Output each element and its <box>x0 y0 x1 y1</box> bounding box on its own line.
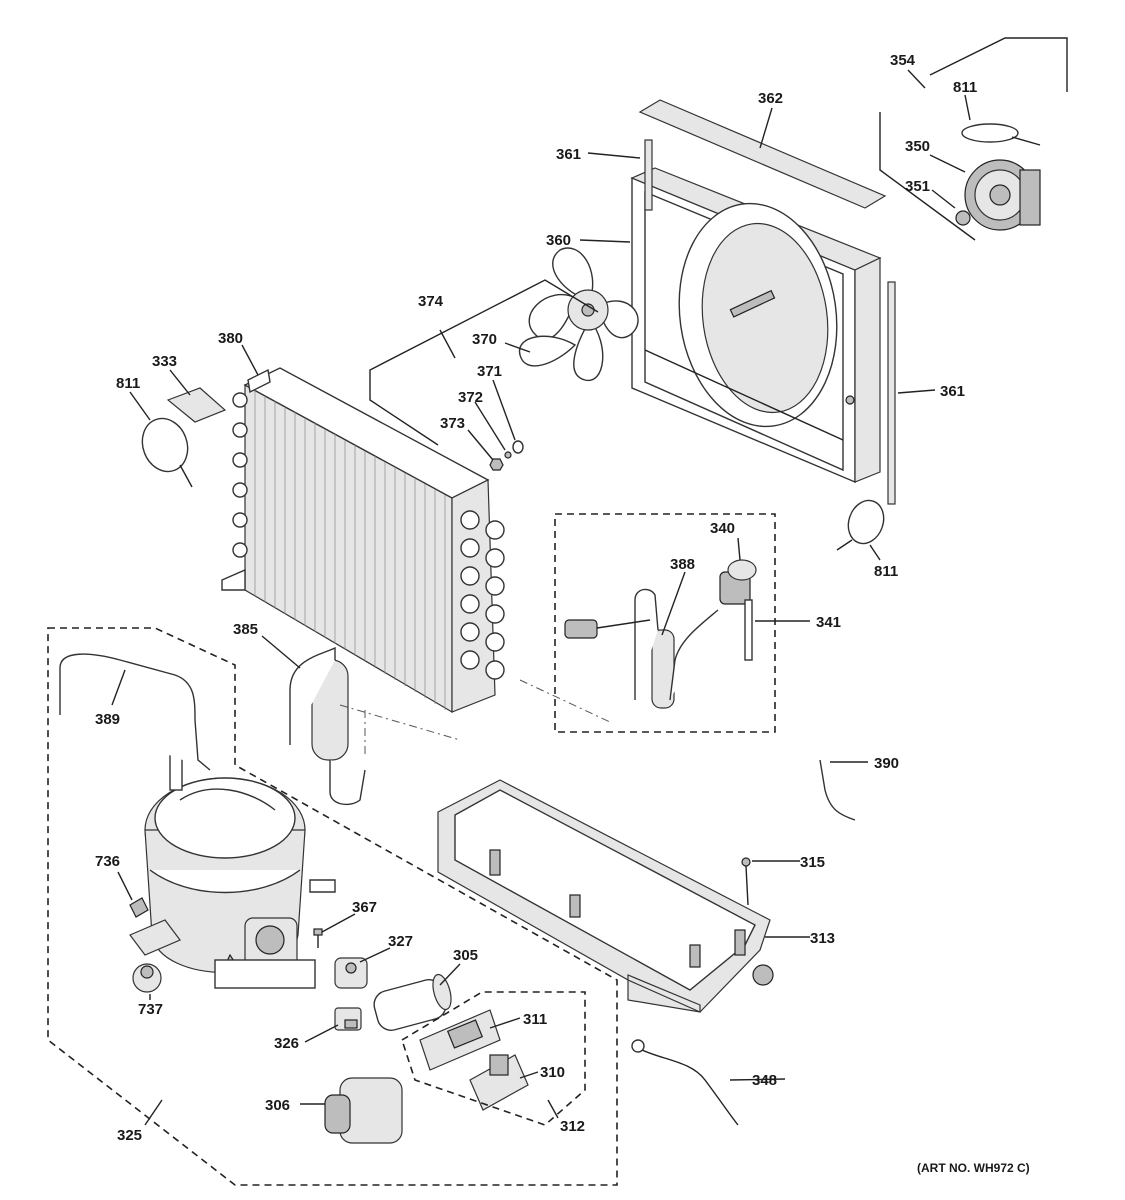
label-372: 372 <box>458 389 483 406</box>
art-number: (ART NO. WH972 C) <box>917 1161 1030 1175</box>
label-736: 736 <box>95 853 120 870</box>
base-pan-313 <box>437 779 774 1013</box>
group-bracket-354 <box>929 37 1068 92</box>
discharge-tube-389 <box>59 653 211 771</box>
label-351: 351 <box>905 178 930 195</box>
ground-ring-348 <box>631 1039 645 1053</box>
label-811-left: 811 <box>116 375 140 392</box>
label-341: 341 <box>816 614 841 631</box>
label-367: 367 <box>352 899 377 916</box>
label-340: 340 <box>710 520 735 537</box>
label-312: 312 <box>560 1118 585 1135</box>
top-seal-strip-362 <box>638 99 887 209</box>
washer-351 <box>955 210 971 226</box>
leader-lines <box>111 69 971 1126</box>
label-361-top: 361 <box>556 146 581 163</box>
wire-tie-811-left <box>141 417 189 473</box>
screw-367 <box>313 928 323 948</box>
label-371: 371 <box>477 363 502 380</box>
label-737: 737 <box>138 1001 163 1018</box>
label-361-right: 361 <box>940 383 965 400</box>
label-360: 360 <box>546 232 571 249</box>
label-313: 313 <box>810 930 835 947</box>
label-311: 311 <box>523 1011 547 1028</box>
overload-327 <box>334 957 368 989</box>
wire-tie-811-top <box>961 123 1019 143</box>
clip-372 <box>504 451 512 459</box>
side-seal-strip-361-right <box>887 281 896 505</box>
label-333: 333 <box>152 353 177 370</box>
label-327: 327 <box>388 933 413 950</box>
condenser-380 <box>221 367 505 714</box>
label-811-right: 811 <box>874 563 898 580</box>
label-388: 388 <box>670 556 695 573</box>
label-354: 354 <box>890 52 916 69</box>
label-374: 374 <box>418 293 444 310</box>
clamp-310 <box>469 1054 529 1111</box>
label-373: 373 <box>440 415 465 432</box>
nut-373 <box>489 458 504 471</box>
wire-tie-811-right <box>847 499 885 545</box>
label-362: 362 <box>758 90 783 107</box>
grommet-737 <box>132 963 162 993</box>
drier-385 <box>289 646 461 806</box>
label-385: 385 <box>233 621 258 638</box>
label-325: 325 <box>117 1127 142 1144</box>
label-315: 315 <box>800 854 825 871</box>
label-310: 310 <box>540 1064 565 1081</box>
fan-motor-350 <box>964 159 1041 231</box>
ground-wire-348 <box>637 1047 739 1126</box>
relay-326 <box>334 1007 362 1031</box>
pad-333 <box>166 387 227 423</box>
label-306: 306 <box>265 1097 290 1114</box>
capacitor-305 <box>373 973 452 1031</box>
label-348: 348 <box>752 1072 777 1089</box>
group-box-312 <box>401 991 586 1126</box>
gasket-left <box>129 919 181 956</box>
group-box-325 <box>47 627 618 1186</box>
label-811-top: 811 <box>953 79 977 96</box>
valve-assembly-341 <box>564 559 757 709</box>
label-326: 326 <box>274 1035 299 1052</box>
side-seal-strip-361-left <box>644 139 653 211</box>
label-389: 389 <box>95 711 120 728</box>
compressor <box>144 694 336 981</box>
group-box-341 <box>554 513 776 733</box>
mounting-bracket-311 <box>419 1009 501 1071</box>
group-bracket-374 <box>369 279 599 446</box>
overload-bracket <box>214 917 316 989</box>
label-350: 350 <box>905 138 930 155</box>
connector-line-b <box>519 679 611 723</box>
label-305: 305 <box>453 947 478 964</box>
tube-390 <box>819 759 856 821</box>
group-bracket-354-side <box>879 112 976 241</box>
washer-371 <box>512 440 524 454</box>
label-380: 380 <box>218 330 243 347</box>
relay-306 <box>324 1077 403 1144</box>
label-390: 390 <box>874 755 899 772</box>
fan-shroud-360 <box>630 167 882 484</box>
fan-blade-370 <box>518 247 639 381</box>
clip-736 <box>129 897 149 918</box>
label-370: 370 <box>472 331 497 348</box>
screw-315 <box>741 857 751 906</box>
